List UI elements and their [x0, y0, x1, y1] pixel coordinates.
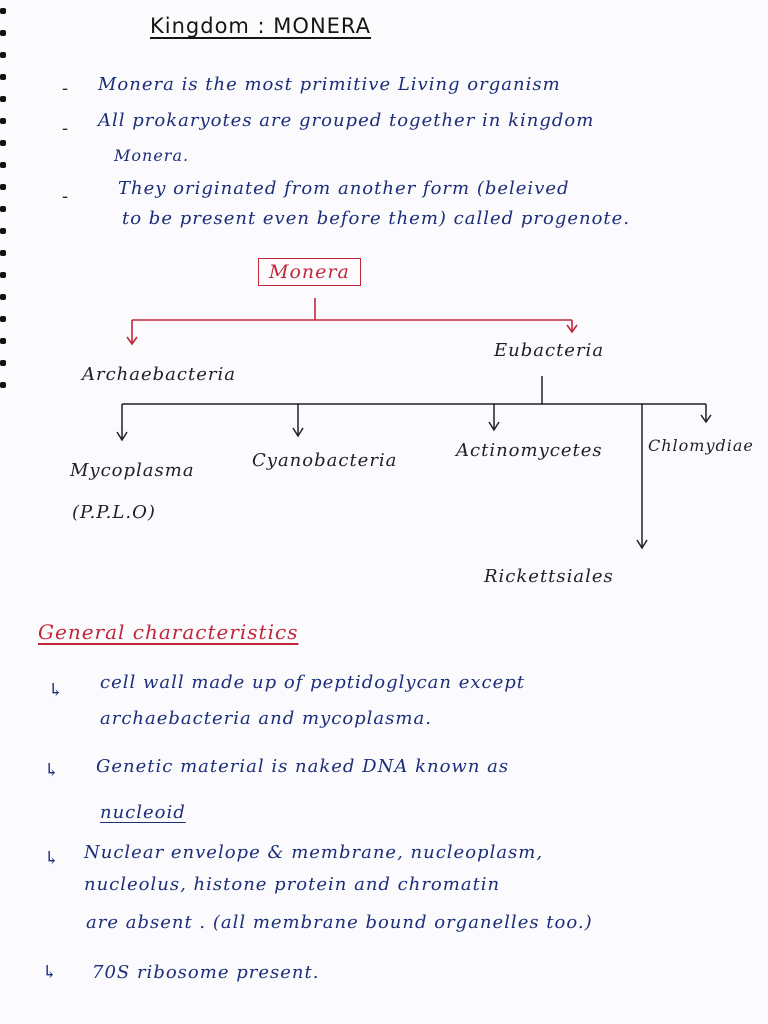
page-title: Kingdom : MONERA — [150, 14, 371, 38]
char-arrow-3: ↳ — [44, 848, 61, 869]
char-4-line-1: 70S ribosome present. — [92, 962, 320, 983]
node-actinomycetes: Actinomycetes — [456, 440, 603, 461]
char-1-line-2: archaebacteria and mycoplasma. — [100, 708, 432, 729]
char-2-line-2: nucleoid — [100, 802, 186, 823]
intro-line-1: Monera is the most primitive Living orga… — [98, 74, 561, 95]
node-rickettsiales: Rickettsiales — [484, 566, 614, 587]
char-2-line-1: Genetic material is naked DNA known as — [96, 756, 510, 777]
char-1-line-1: cell wall made up of peptidoglycan excep… — [100, 672, 526, 693]
intro-line-2a: All prokaryotes are grouped together in … — [98, 110, 595, 131]
node-cyanobacteria: Cyanobacteria — [252, 450, 398, 471]
intro-dash-1: - — [62, 78, 69, 99]
page-title-text: Kingdom : MONERA — [150, 14, 372, 38]
char-arrow-4: ↳ — [42, 962, 59, 983]
intro-line-3a: They originated from another form (belei… — [118, 178, 570, 199]
node-chlomydiae: Chlomydiae — [648, 436, 754, 455]
intro-dash-3: - — [62, 186, 69, 207]
section-title: General characteristics — [38, 620, 299, 644]
intro-dash-2: - — [62, 118, 69, 139]
intro-line-2b: Monera. — [114, 146, 190, 165]
classification-connectors — [116, 298, 712, 550]
node-eubacteria: Eubacteria — [494, 340, 605, 361]
node-mycoplasma: Mycoplasma — [70, 460, 195, 481]
char-arrow-1: ↳ — [48, 680, 65, 701]
char-3-line-3: are absent . (all membrane bound organel… — [86, 912, 593, 933]
notebook-spiral-edge — [0, 8, 6, 388]
char-3-line-1: Nuclear envelope & membrane, nucleoplasm… — [84, 842, 544, 863]
node-monera: Monera — [258, 258, 361, 286]
node-archaebacteria: Archaebacteria — [82, 364, 236, 385]
intro-line-3b: to be present even before them) called p… — [122, 208, 631, 229]
char-arrow-2: ↳ — [44, 760, 61, 781]
char-3-line-2: nucleolus, histone protein and chromatin — [84, 874, 501, 895]
node-pplo: (P.P.L.O) — [72, 502, 156, 523]
